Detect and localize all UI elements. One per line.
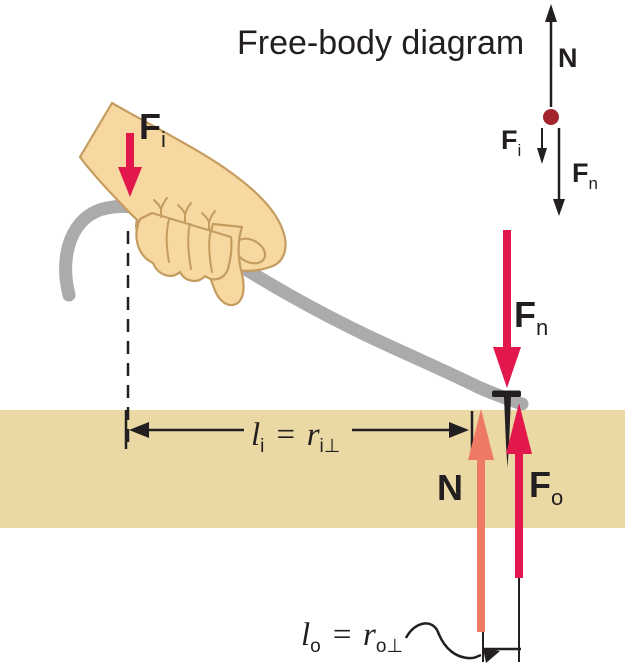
equation-pointer-arrow [404, 622, 500, 663]
input-force-arrow [118, 133, 142, 197]
fbd-input-force-arrow [537, 128, 547, 164]
fbd-normal-arrow [545, 4, 557, 107]
fbd-input-force-label: Fi [501, 125, 521, 160]
dimension-arrowhead-left [129, 422, 149, 438]
fbd-point-dot [543, 109, 559, 125]
nail-force-label: Fn [514, 294, 548, 340]
input-lever-arm-equation: li=ri⊥ [251, 417, 340, 457]
normal-force-label: N [437, 467, 463, 508]
knuckle-marks [153, 197, 216, 231]
output-lever-arm-equation: lo=ro⊥ [301, 617, 403, 657]
nail-force-arrowhead [493, 347, 521, 388]
fbd-nail-force-arrowhead [553, 199, 565, 216]
input-force-arrowhead [118, 167, 142, 197]
fbd-input-force-arrowhead [537, 148, 547, 164]
nail-head [492, 390, 521, 397]
dimension-arrowhead-right [449, 422, 469, 438]
fbd-nail-force-label: Fn [572, 158, 598, 193]
input-lever-arm-dimension: li=ri⊥ [124, 410, 474, 457]
nail [492, 390, 521, 468]
figure-title: Free-body diagram [237, 24, 524, 62]
normal-force-arrow [468, 409, 494, 632]
output-force-label: Fo [529, 464, 563, 510]
output-force-arrowhead [506, 403, 532, 454]
fbd-nail-force-arrow [553, 128, 565, 216]
output-force-arrow [506, 403, 532, 578]
curled-fingers [135, 211, 233, 282]
finger-crease-lines [165, 218, 213, 273]
fbd-normal-arrowhead [545, 4, 557, 22]
crowbar [59, 199, 529, 411]
normal-force-arrowhead [468, 409, 494, 460]
nail-force-arrow [493, 230, 521, 388]
free-body-diagram: N Fi Fn [501, 4, 598, 216]
nail-shaft [504, 397, 511, 468]
fbd-normal-label: N [558, 43, 578, 73]
equation-pointer-arrowhead [483, 648, 500, 663]
input-force-label: Fi [139, 106, 166, 152]
